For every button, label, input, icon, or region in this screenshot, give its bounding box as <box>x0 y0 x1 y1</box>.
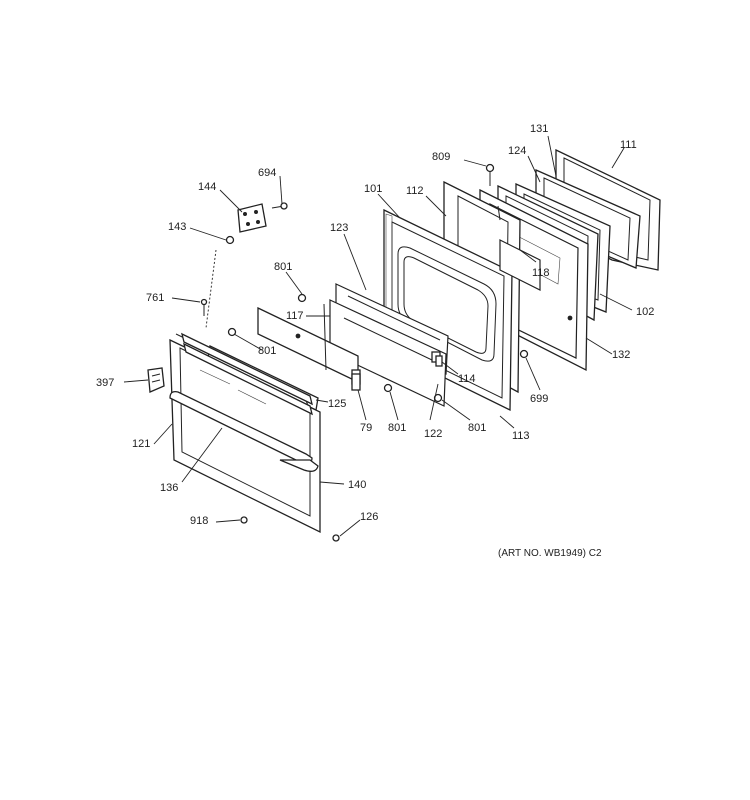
label-114: 114 <box>458 373 476 385</box>
label-118: 118 <box>532 267 550 279</box>
label-131: 131 <box>530 123 549 135</box>
label-801-d: 801 <box>468 422 487 434</box>
label-123: 123 <box>330 222 349 234</box>
part-397-end-cap <box>147 367 165 393</box>
label-801-b: 801 <box>258 345 277 357</box>
part-699-screw <box>519 349 529 359</box>
label-761: 761 <box>146 292 165 304</box>
label-102: 102 <box>636 306 655 318</box>
part-761-screw <box>200 298 208 316</box>
part-918-screw <box>240 516 248 524</box>
part-121-outer-door <box>169 332 321 534</box>
part-143-clip <box>205 235 235 329</box>
part-79-bracket <box>351 373 361 391</box>
part-801-screw-b <box>227 327 237 337</box>
label-809: 809 <box>432 151 451 163</box>
label-122: 122 <box>424 428 443 440</box>
part-809-screw <box>485 163 495 186</box>
label-801-a: 801 <box>274 261 293 273</box>
label-397: 397 <box>96 377 115 389</box>
part-136-handle <box>169 390 319 472</box>
label-126: 126 <box>360 511 379 523</box>
leader-lines <box>123 135 633 537</box>
label-801-c: 801 <box>388 422 407 434</box>
art-number-note: (ART NO. WB1949) C2 <box>498 548 602 559</box>
label-113: 113 <box>512 430 530 442</box>
label-140: 140 <box>348 479 367 491</box>
label-117: 117 <box>286 310 304 322</box>
part-126-screw <box>332 534 340 542</box>
label-144: 144 <box>198 181 217 193</box>
label-132: 132 <box>612 349 631 361</box>
label-101: 101 <box>364 183 383 195</box>
label-121: 121 <box>132 438 151 450</box>
part-118-glass <box>499 239 541 291</box>
label-125: 125 <box>328 398 347 410</box>
label-136: 136 <box>160 482 179 494</box>
part-114-bracket <box>435 355 443 367</box>
label-124: 124 <box>508 145 527 157</box>
label-79: 79 <box>360 422 373 434</box>
label-699: 699 <box>530 393 549 405</box>
label-918: 918 <box>190 515 209 527</box>
label-694: 694 <box>258 167 277 179</box>
part-694-screw <box>271 202 288 210</box>
part-801-screw-a <box>297 293 307 303</box>
label-112: 112 <box>406 185 424 197</box>
label-143: 143 <box>168 221 187 233</box>
part-144-hinge-plate <box>237 203 267 233</box>
label-111: 111 <box>620 139 637 151</box>
part-801-screw-c <box>383 383 393 393</box>
